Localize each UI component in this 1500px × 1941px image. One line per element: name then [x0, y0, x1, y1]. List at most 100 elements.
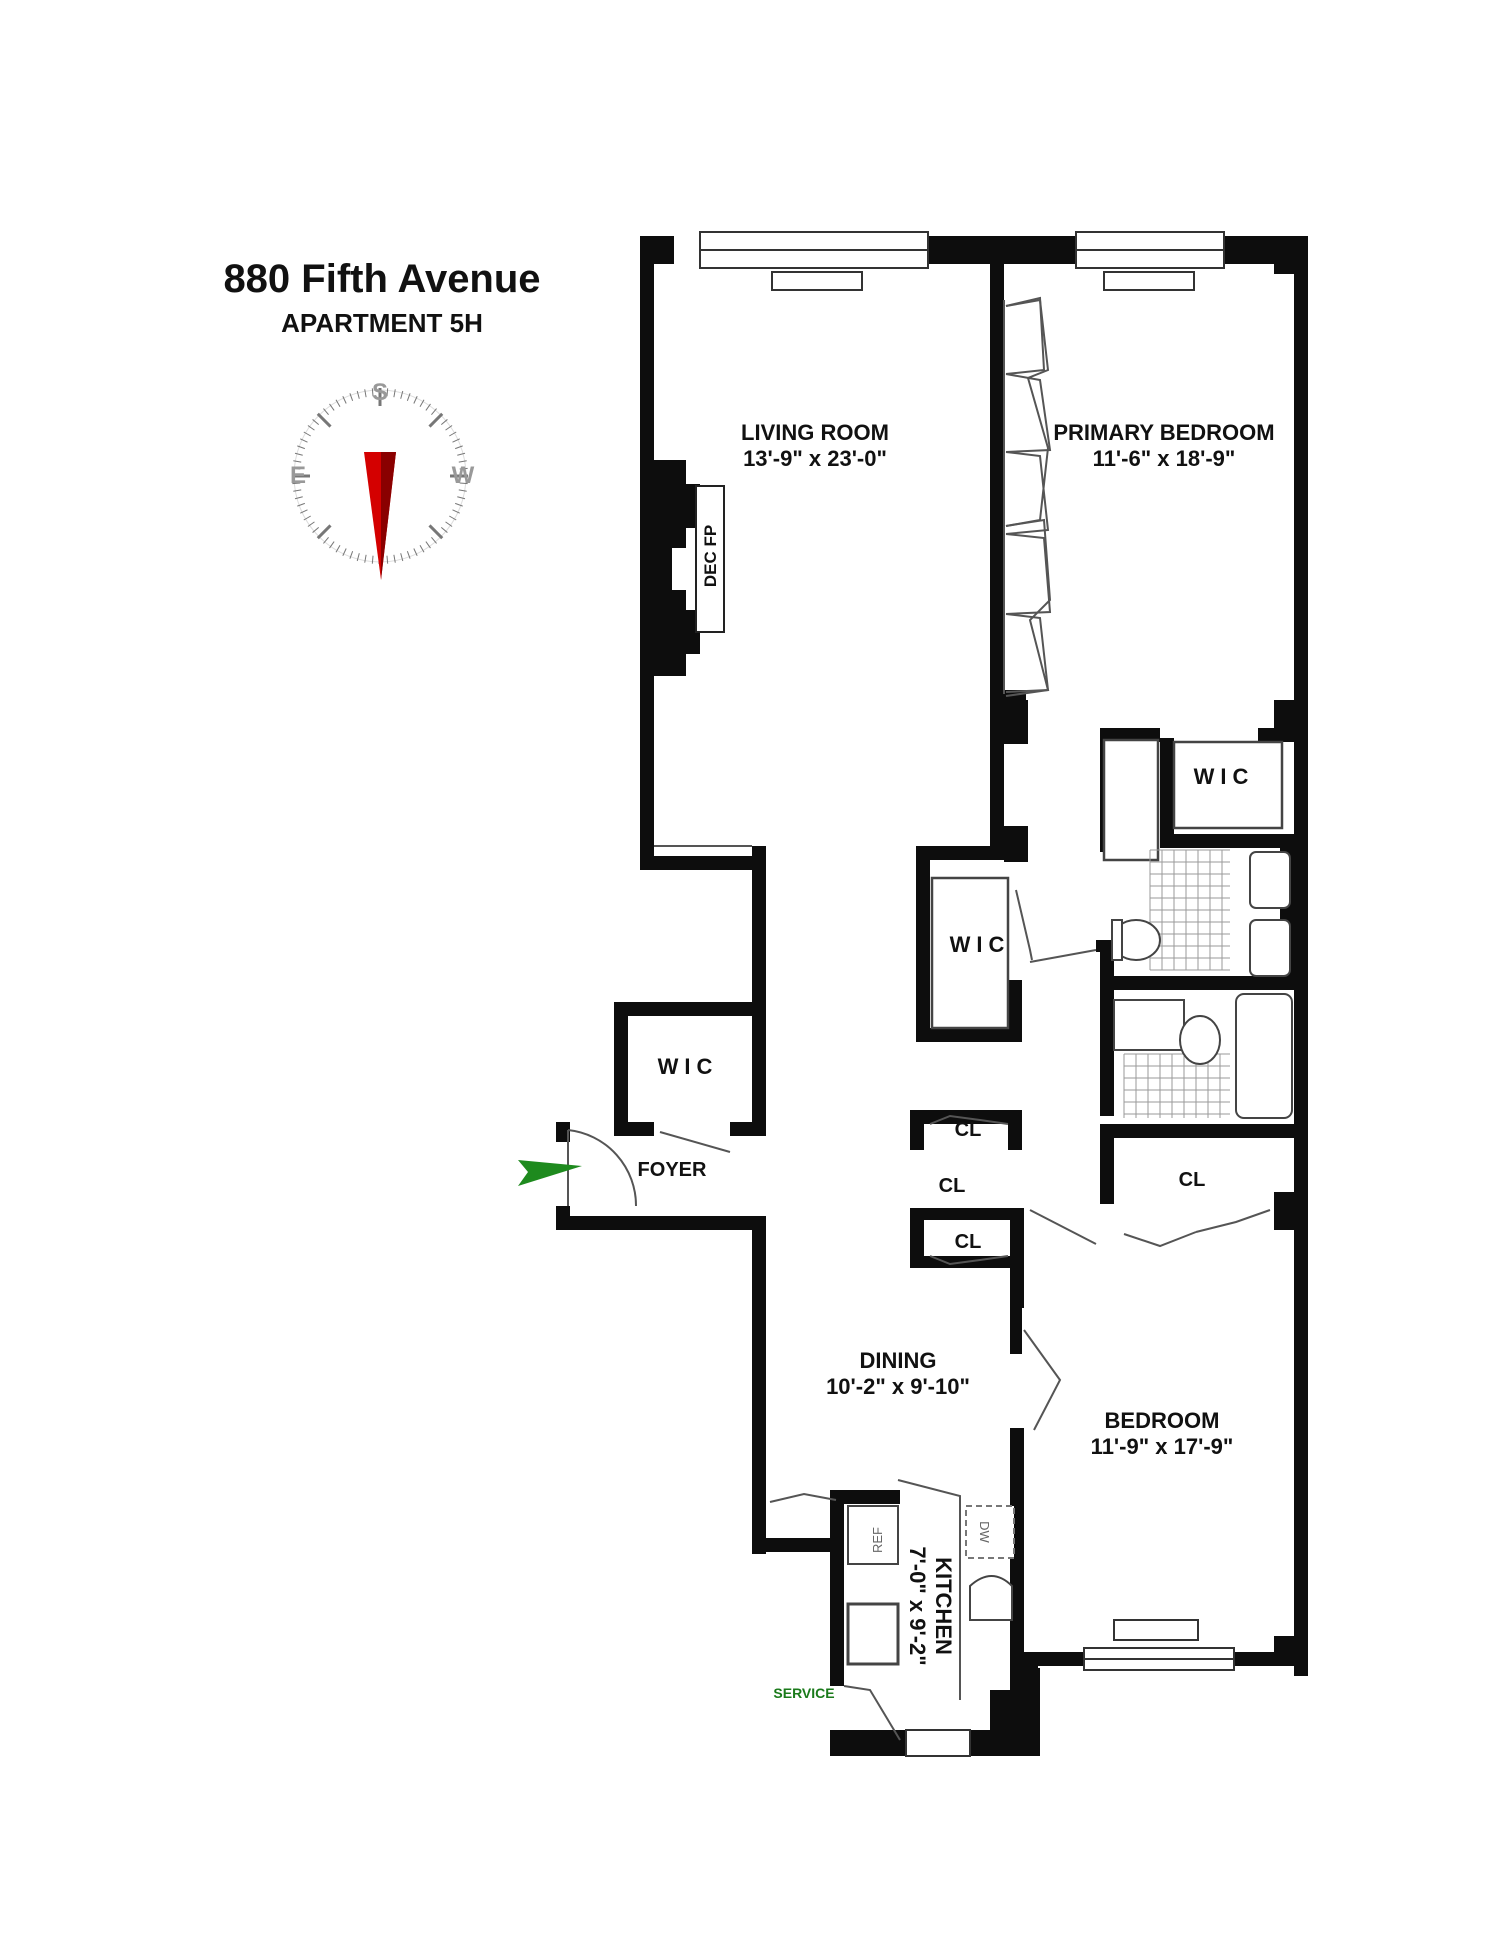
- compass-tick: [293, 489, 302, 492]
- compass-tick: [371, 388, 374, 397]
- living-room-name: LIVING ROOM: [741, 420, 889, 445]
- compass-label-east: E: [290, 462, 306, 489]
- compass-label-south: S: [372, 379, 388, 406]
- compass-tick: [458, 460, 467, 463]
- compass-tick: [316, 412, 332, 428]
- compass-tick: [323, 408, 329, 416]
- compass-tick: [342, 548, 347, 556]
- primary-bath-fixtures: [1111, 849, 1291, 977]
- foyer-label: FOYER: [638, 1159, 707, 1181]
- kitchen-dims: 7'-0" x 9'-2": [905, 1546, 930, 1665]
- compass-tick: [294, 496, 303, 500]
- compass-tick: [449, 431, 457, 437]
- dec-fp-label: DEC FP: [701, 525, 720, 587]
- compass-tick: [335, 545, 341, 553]
- compass-tick: [419, 399, 425, 407]
- partitions: [654, 296, 1284, 1503]
- cl-mid-label: CL: [939, 1175, 966, 1197]
- compass-tick: [329, 403, 335, 411]
- compass-tick: [413, 396, 418, 404]
- compass-tick: [428, 412, 444, 428]
- property-title: 880 Fifth Avenue: [223, 257, 540, 301]
- compass-tick: [307, 521, 315, 527]
- bedroom-dims: 11'-9" x 17'-9": [1091, 1434, 1234, 1459]
- refrigerator-icon: [847, 1505, 899, 1565]
- entry-arrow-icon: [518, 1160, 582, 1186]
- compass-tick: [458, 489, 467, 492]
- sink-icon: [1249, 851, 1291, 909]
- compass-label-west: W: [452, 462, 475, 489]
- service-label: SERVICE: [773, 1685, 834, 1701]
- second-bath-fixtures: [1113, 993, 1293, 1119]
- dishwasher-icon: [965, 1505, 1015, 1559]
- compass: S E W: [290, 379, 475, 580]
- compass-tick: [371, 555, 374, 564]
- compass-tick: [356, 390, 360, 399]
- compass-tick: [292, 467, 301, 470]
- cl-bedroom-label: CL: [1179, 1169, 1206, 1191]
- cl-top-label: CL: [955, 1119, 982, 1141]
- compass-tick: [452, 509, 460, 514]
- compass-tick: [323, 536, 329, 544]
- primary-bedroom-name: PRIMARY BEDROOM: [1053, 420, 1274, 445]
- dining-name: DINING: [860, 1348, 937, 1373]
- compass-tick: [349, 551, 354, 559]
- compass-tick: [293, 460, 302, 463]
- compass-tick: [400, 553, 404, 562]
- compass-tick: [303, 431, 311, 437]
- kitchen-sink-icon: [969, 1575, 1013, 1621]
- compass-tick: [307, 425, 315, 431]
- wic-primary-label: WIC: [1194, 764, 1255, 789]
- compass-tick: [364, 554, 367, 563]
- compass-tick: [316, 524, 332, 540]
- windows: [699, 231, 1235, 1757]
- compass-tick: [425, 541, 431, 549]
- kitchen-name: KITCHEN: [931, 1557, 956, 1655]
- living-room-dims: 13'-9" x 23'-0": [743, 446, 887, 471]
- compass-tick: [459, 467, 468, 470]
- compass-tick: [335, 399, 341, 407]
- compass-tick: [342, 396, 347, 404]
- compass-tick: [431, 408, 437, 416]
- compass-tick: [312, 419, 320, 425]
- toilet-icon: [1179, 1015, 1221, 1065]
- compass-tick: [413, 548, 418, 556]
- compass-tick: [329, 541, 335, 549]
- compass-tick: [406, 551, 411, 559]
- entry-door: [518, 1129, 638, 1207]
- compass-tick: [312, 527, 320, 533]
- compass-tick: [452, 438, 460, 443]
- compass-tick: [297, 445, 305, 450]
- cl-bottom-label: CL: [955, 1231, 982, 1253]
- kitchen-fixtures: [843, 1479, 1015, 1741]
- dining-dims: 10'-2" x 9'-10": [826, 1374, 970, 1399]
- stove-icon: [846, 1602, 900, 1666]
- compass-tick: [428, 524, 444, 540]
- compass-tick: [455, 502, 463, 507]
- sink-icon: [1113, 999, 1185, 1051]
- compass-tick: [300, 438, 308, 443]
- compass-tick: [349, 393, 354, 401]
- compass-tick: [449, 515, 457, 521]
- compass-tick: [445, 521, 453, 527]
- ref-label: REF: [870, 1527, 885, 1553]
- compass-tick: [393, 554, 396, 563]
- compass-tick: [364, 389, 367, 398]
- dw-label: DW: [977, 1521, 992, 1543]
- room-labels: LIVING ROOM 13'-9" x 23'-0" DEC FP PRIMA…: [638, 420, 1275, 1701]
- compass-tick: [400, 390, 404, 399]
- compass-ticks: [292, 388, 468, 564]
- compass-tick: [457, 452, 466, 456]
- wic-hall-label: WIC: [950, 932, 1011, 957]
- compass-tick: [297, 502, 305, 507]
- bathtub-icon: [1235, 993, 1293, 1119]
- compass-tick: [294, 452, 303, 456]
- compass-tick: [431, 536, 437, 544]
- compass-tick: [440, 527, 448, 533]
- wic-foyer-label: WIC: [658, 1054, 719, 1079]
- compass-tick: [303, 515, 311, 521]
- compass-tick: [419, 545, 425, 553]
- primary-bedroom-dims: 11'-6" x 18'-9": [1093, 446, 1236, 471]
- compass-tick: [292, 482, 301, 485]
